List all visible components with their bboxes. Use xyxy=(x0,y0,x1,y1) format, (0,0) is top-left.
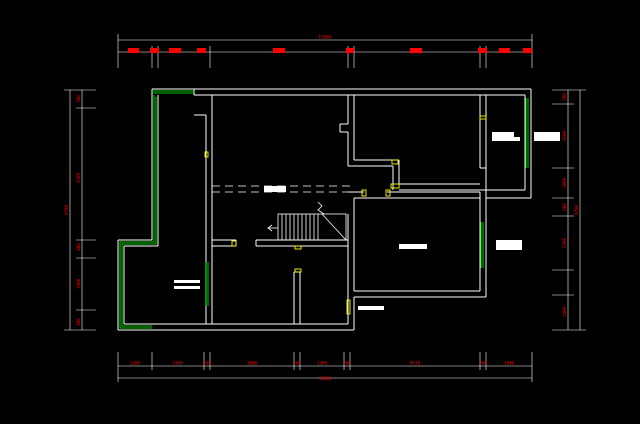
right-dim-1: 700 xyxy=(562,93,567,101)
exterior-walls xyxy=(117,88,532,331)
right-dim-3: 1000 xyxy=(562,177,567,188)
bay-window-inner xyxy=(121,97,157,327)
bottom-dim-9: 240 xyxy=(479,361,487,366)
bottom-dim-4: 3080 xyxy=(247,361,258,366)
bottom-dim-1: 1200 xyxy=(130,361,141,366)
bottom-dim-10: 1800 xyxy=(504,361,515,366)
right-dim-4: 900 xyxy=(562,203,567,211)
windows xyxy=(119,90,529,329)
bottom-dim-8: 4570 xyxy=(410,361,421,366)
right-dimension-chain xyxy=(552,89,586,331)
bottom-overall-dimension: 15000 xyxy=(319,376,332,381)
bottom-dim-7: 240 xyxy=(343,361,351,366)
top-dimension-labels xyxy=(128,48,532,53)
right-dim-5: 2300 xyxy=(562,237,567,248)
bottom-dim-5: 240 xyxy=(293,361,301,366)
interior-walls xyxy=(194,95,487,324)
room-labels xyxy=(174,132,560,310)
right-dimension-labels: 700 2600 1000 900 2300 1400 9700 xyxy=(562,93,579,317)
doors xyxy=(204,115,487,315)
left-dimension-chain xyxy=(64,89,96,331)
left-dim-2: 3500 xyxy=(76,172,81,183)
beam-block xyxy=(264,186,286,192)
left-dim-3: 800 xyxy=(76,243,81,251)
top-overall-dimension: 15000 xyxy=(318,35,332,41)
bottom-dim-6: 1500 xyxy=(317,361,328,366)
staircase xyxy=(267,201,347,241)
bottom-dimension-labels: 1200 2545 240 3080 240 1500 240 4570 240… xyxy=(130,361,515,382)
left-dim-1: 700 xyxy=(76,95,81,103)
right-dim-2: 2600 xyxy=(562,130,567,141)
left-overall-dimension: 9700 xyxy=(64,204,69,215)
bottom-dim-3: 240 xyxy=(203,361,211,366)
left-dimension-labels: 9700 700 3500 800 1900 800 xyxy=(64,95,81,326)
bottom-dim-2: 2545 xyxy=(173,361,184,366)
right-overall-dimension: 9700 xyxy=(574,204,579,215)
bottom-dimension-chain xyxy=(117,352,533,382)
bay-window-outer xyxy=(119,95,155,329)
left-dim-4: 1900 xyxy=(76,278,81,289)
right-dim-6: 1400 xyxy=(562,306,567,317)
left-dim-5: 800 xyxy=(76,318,81,326)
